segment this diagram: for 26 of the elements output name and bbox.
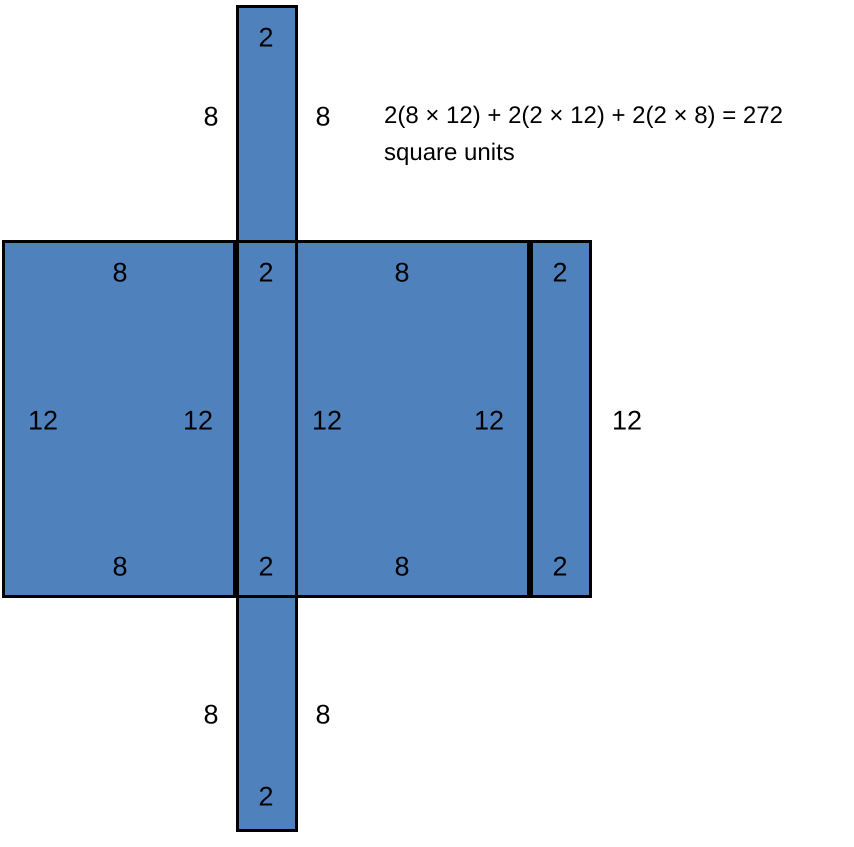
dimension-label: 2 <box>258 784 274 810</box>
dimension-label: 8 <box>315 702 331 728</box>
dimension-label: 8 <box>112 260 128 286</box>
net-face <box>236 598 298 832</box>
dimension-label: 8 <box>394 260 410 286</box>
dimension-label: 8 <box>112 554 128 580</box>
net-face <box>298 240 530 598</box>
dimension-label: 12 <box>312 408 342 434</box>
dimension-label: 8 <box>315 104 331 130</box>
dimension-label: 2 <box>258 260 274 286</box>
dimension-label: 2 <box>552 554 568 580</box>
dimension-label: 12 <box>612 408 642 434</box>
formula-text: 2(8 × 12) + 2(2 × 12) + 2(2 × 8) = 272 square units <box>384 101 784 168</box>
dimension-label: 2 <box>552 260 568 286</box>
net-face <box>236 240 298 598</box>
dimension-label: 8 <box>203 702 219 728</box>
net-face <box>2 240 236 598</box>
dimension-label: 8 <box>203 104 219 130</box>
net-face <box>530 240 592 598</box>
dimension-label: 8 <box>394 554 410 580</box>
dimension-label: 12 <box>28 408 58 434</box>
net-face <box>236 5 298 240</box>
dimension-label: 12 <box>182 408 214 434</box>
dimension-label: 2 <box>258 554 274 580</box>
dimension-label: 12 <box>474 408 504 434</box>
dimension-label: 2 <box>258 24 274 52</box>
